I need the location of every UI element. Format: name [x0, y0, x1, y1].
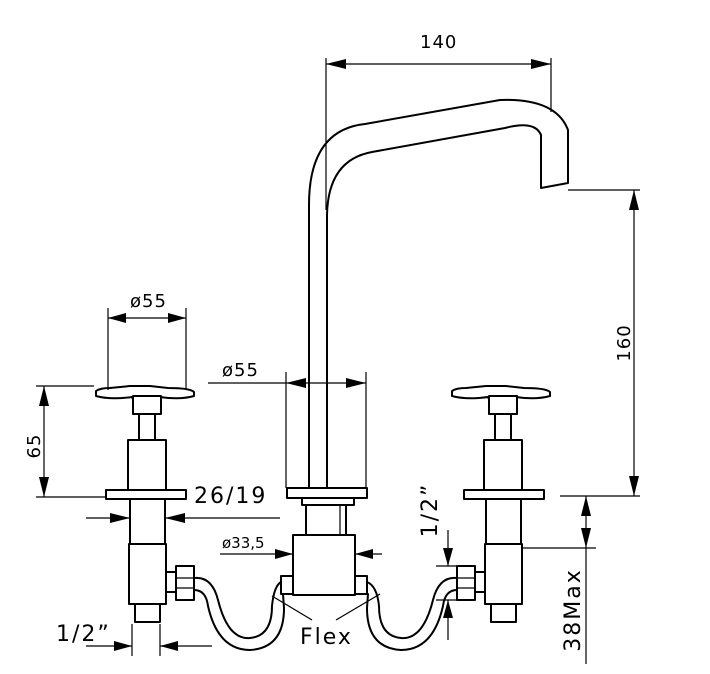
handle-diameter-label: ø55	[130, 291, 167, 312]
dim-spout-base-diameter	[208, 372, 367, 488]
flex-leaders	[271, 593, 381, 621]
spout-reach-label: 140	[420, 32, 457, 53]
spout	[308, 98, 569, 491]
left-hose-nut	[165, 565, 195, 601]
spout-height-label: 160	[614, 324, 635, 361]
dim-inlet-thread-left	[86, 624, 212, 656]
dim-mounting-hole	[86, 513, 280, 523]
dim-body-diameter	[220, 549, 382, 559]
flex-hose-right	[366, 576, 458, 651]
flex-hose-left	[193, 576, 285, 651]
inlet-thread-left-label: 1/2”	[56, 622, 111, 647]
left-valve	[95, 385, 195, 623]
dim-handle-height	[36, 385, 106, 498]
dim-inlet-thread-right	[436, 530, 464, 640]
body-diameter-label: ø33,5	[222, 534, 265, 552]
dim-spout-reach	[325, 58, 552, 210]
dim-handle-diameter	[107, 308, 187, 390]
inlet-thread-right-label: 1/2”	[418, 483, 443, 538]
dim-spout-height	[560, 189, 640, 497]
spout-base-diameter-label: ø55	[222, 360, 259, 381]
spout-base	[286, 487, 368, 596]
right-hose-nut	[456, 565, 486, 601]
handle-height-label: 65	[24, 434, 45, 459]
max-deck-thickness-label: 38Max	[561, 568, 586, 651]
center-hose-nuts	[280, 575, 368, 595]
hose-label: Flex	[300, 625, 353, 650]
mounting-hole-label: 26/19	[194, 484, 267, 509]
dim-max-deck-thickness	[522, 496, 596, 664]
